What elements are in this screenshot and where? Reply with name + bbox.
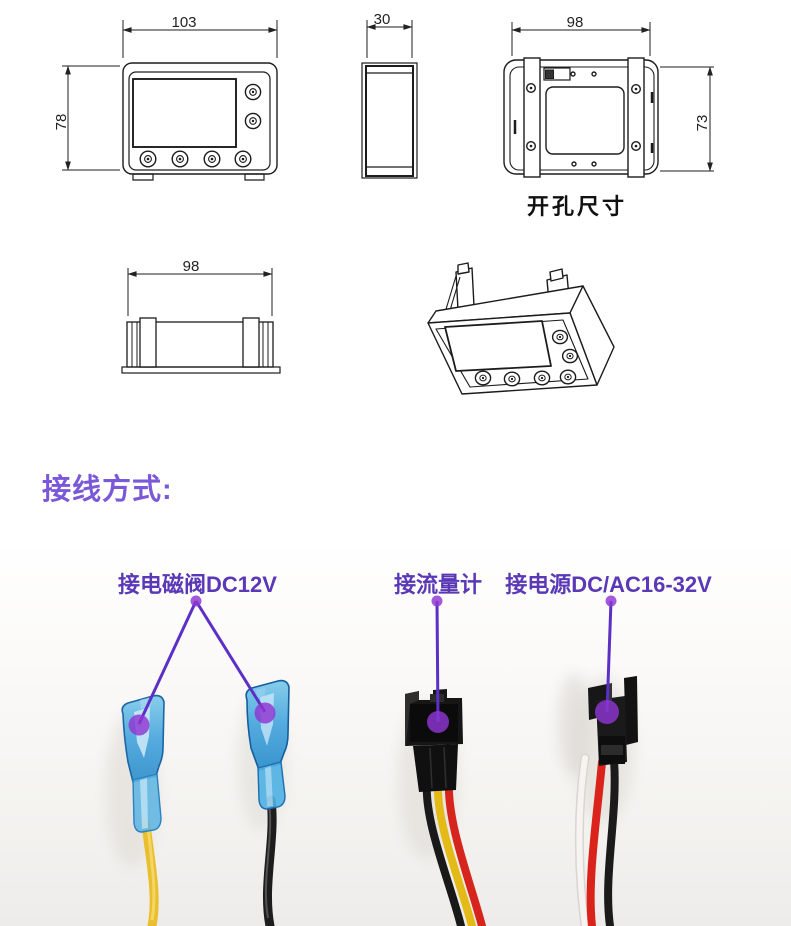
leader-dots bbox=[128, 595, 619, 736]
back-view-drawing: 98 73 bbox=[503, 14, 714, 178]
side-depth-dim-label: 30 bbox=[374, 11, 391, 28]
leader-lines bbox=[137, 600, 613, 725]
label-solenoid-valve: 接电磁阀DC12V bbox=[118, 572, 277, 597]
back-height-dim-label: 73 bbox=[694, 115, 711, 132]
front-side-buttons bbox=[244, 83, 262, 130]
wiring-section-title: 接线方式: bbox=[42, 474, 173, 506]
wiring-photo: 接电磁阀DC12V 接流量计 接电源DC/AC16-32V bbox=[0, 540, 791, 926]
cutout-size-caption: 开孔尺寸 bbox=[527, 194, 627, 219]
label-flow-meter: 接流量计 bbox=[393, 572, 482, 597]
technical-drawings: 103 78 30 bbox=[53, 11, 714, 395]
side-view-drawing: 30 bbox=[361, 11, 418, 179]
photo-shadows bbox=[106, 673, 634, 868]
back-width-dim-label: 98 bbox=[567, 14, 584, 31]
front-height-dim-label: 78 bbox=[53, 114, 70, 131]
back-screws bbox=[526, 82, 642, 151]
dimension-cutout-height-73 bbox=[660, 66, 714, 172]
front-bottom-buttons bbox=[139, 150, 252, 168]
top-view-drawing: 98 bbox=[121, 258, 281, 374]
dimension-cutout-width-98 bbox=[511, 22, 651, 56]
front-width-dim-label: 103 bbox=[171, 14, 196, 31]
isometric-view-drawing bbox=[427, 262, 615, 395]
front-view-drawing: 103 78 bbox=[53, 14, 278, 181]
dimension-depth-30 bbox=[366, 20, 413, 58]
label-power-supply: 接电源DC/AC16-32V bbox=[505, 572, 712, 597]
dimension-width-103 bbox=[122, 20, 278, 58]
dimension-top-width-98 bbox=[127, 268, 273, 316]
iso-side-buttons bbox=[551, 329, 579, 364]
top-width-dim-label: 98 bbox=[183, 258, 200, 275]
dimension-height-78 bbox=[62, 65, 120, 171]
iso-bottom-buttons bbox=[474, 369, 577, 387]
wiring-photo-graphics bbox=[106, 595, 638, 926]
